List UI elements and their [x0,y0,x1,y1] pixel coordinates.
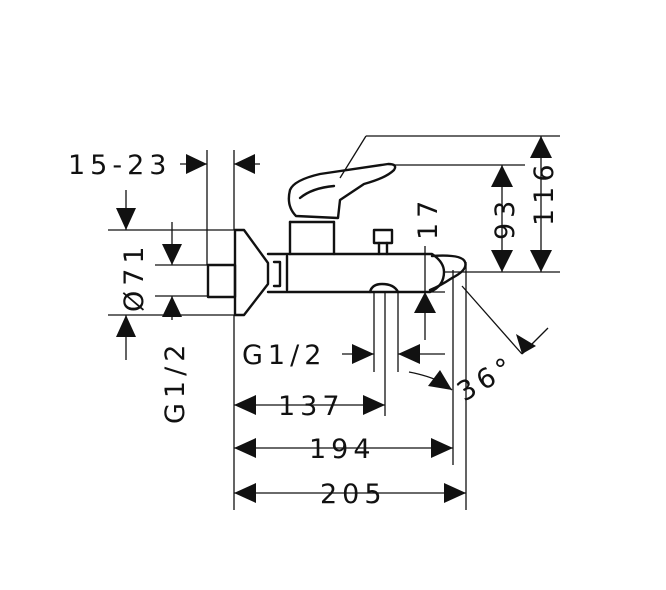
dim-36-deg: 36° [452,350,522,408]
dim-17: 17 [413,196,444,240]
dim-g12-bottom: G1/2 [242,340,326,371]
faucet-outline [206,162,467,317]
spout [428,254,467,292]
dim-116: 116 [529,159,560,226]
mixer-body [266,252,446,294]
dim-15-23: 15-23 [68,150,171,181]
dim-93: 93 [490,196,521,240]
dim-194: 194 [309,434,376,465]
bottom-outlet [368,282,400,294]
dimension-labels: 15-23 Ø71 G1/2 G1/2 17 93 116 36° 137 19… [68,150,560,510]
arrowheads [116,136,552,503]
dim-o71: Ø71 [119,241,150,312]
dim-g12-left: G1/2 [160,340,191,424]
wall-connection [206,263,237,299]
wall-flange [233,228,270,317]
dim-205: 205 [320,479,387,510]
lever-handle [287,162,397,220]
diverter-knob [372,228,394,245]
dim-137: 137 [278,391,345,422]
